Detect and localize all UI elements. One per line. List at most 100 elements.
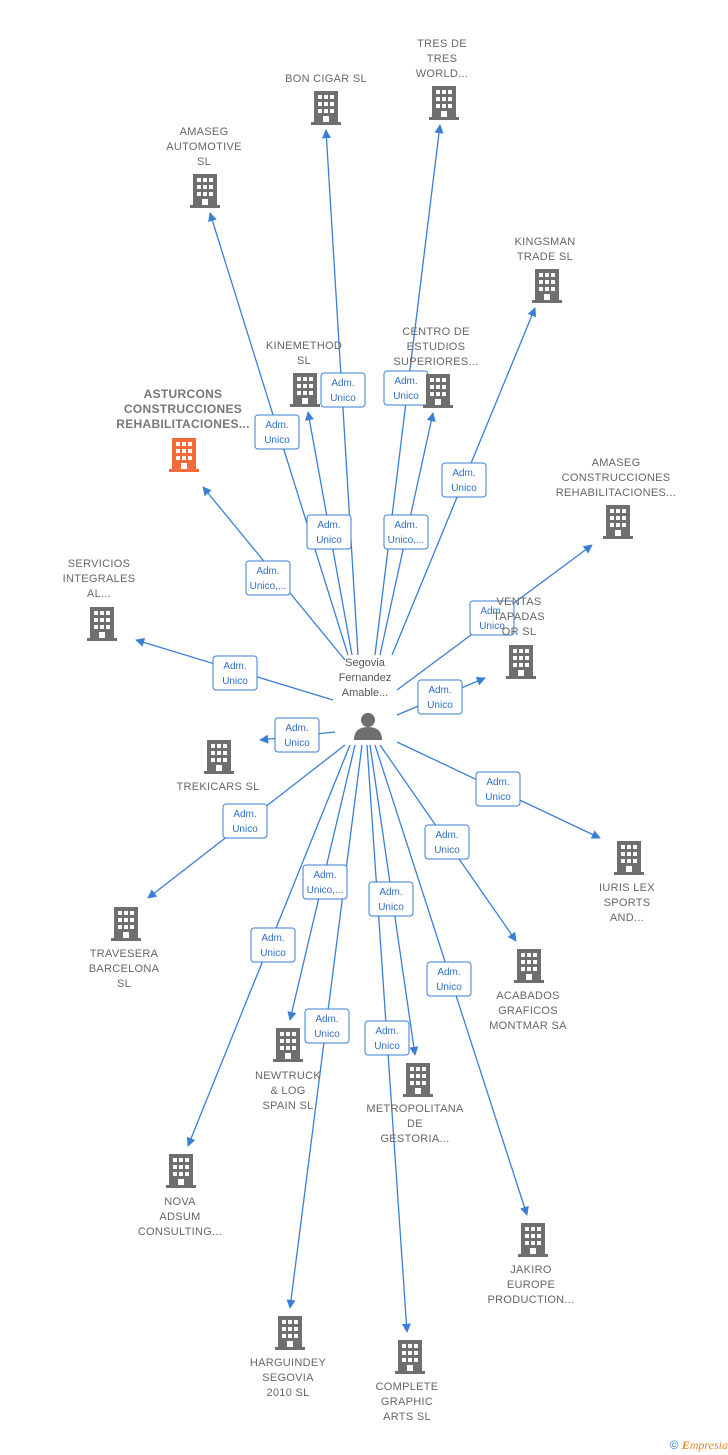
company-node-bon-cigar[interactable]: BON CIGAR SL [285, 73, 367, 125]
company-label: HARGUINDEY [250, 1357, 327, 1369]
edge-label-travesera[interactable]: Adm.Unico [222, 803, 268, 839]
company-node-iuris-lex[interactable]: IURIS LEXSPORTSAND... [599, 841, 655, 924]
company-label: 2010 SL [266, 1387, 309, 1399]
edge-label-servicios-integrales[interactable]: Adm.Unico [212, 655, 258, 691]
company-node-metropolitana[interactable]: METROPOLITANADEGESTORIA... [366, 1063, 464, 1145]
company-node-asturcons[interactable]: ASTURCONSCONSTRUCCIONESREHABILITACIONES.… [116, 387, 249, 472]
edge-label-text: Unico,... [250, 581, 287, 592]
edge-label-text: Adm. [233, 809, 256, 820]
company-node-jakiro[interactable]: JAKIROEUROPEPRODUCTION... [487, 1223, 574, 1306]
company-node-trekicars[interactable]: TREKICARS SL [176, 740, 259, 793]
edge-label-text: Unico,... [307, 885, 344, 896]
company-label: TAPADAS [493, 611, 545, 623]
edge-label-text: Adm. [256, 566, 279, 577]
copyright-symbol: © [669, 1438, 679, 1452]
edge-label-box [320, 372, 366, 408]
company-label: VENTAS [497, 596, 542, 608]
edge-label-text: Adm. [480, 606, 503, 617]
edge-label-text: Adm. [331, 378, 354, 389]
company-label: KINEMETHOD [266, 340, 342, 352]
edge-label-box [274, 717, 320, 753]
company-label: NEWTRUCK [255, 1070, 321, 1082]
edge-label-complete-graphic[interactable]: Adm.Unico [364, 1020, 410, 1056]
company-node-servicios-integrales[interactable]: SERVICIOS INTEGRALES AL... [63, 558, 136, 641]
edge-label-box [212, 655, 258, 691]
person-icon [354, 713, 382, 740]
building-icon [311, 91, 341, 125]
building-icon [506, 645, 536, 679]
edge-label-text: Unico [260, 948, 286, 959]
company-label: AL... [87, 588, 111, 600]
edge-label-text: Unico [374, 1041, 400, 1052]
edge-label-text: Adm. [223, 661, 246, 672]
edge-label-text: Unico [479, 621, 505, 632]
company-label: AMASEG [592, 457, 641, 469]
edge-label-text: Adm. [452, 468, 475, 479]
company-label: TRADE SL [517, 251, 573, 263]
edge-label-box [245, 560, 291, 596]
company-label: GRAFICOS [498, 1005, 558, 1017]
edge-label-bon-cigar[interactable]: Adm.Unico [320, 372, 366, 408]
building-icon [395, 1340, 425, 1374]
edge-label-text: Adm. [437, 967, 460, 978]
edge-label-amaseg-automotive[interactable]: Adm.Unico [254, 414, 300, 450]
edge-label-nova-adsum[interactable]: Adm.Unico [250, 927, 296, 963]
edge-label-text: Adm. [313, 870, 336, 881]
edge-label-text: Unico [314, 1029, 340, 1040]
edge-label-harguindey[interactable]: Adm.Unico [304, 1008, 350, 1044]
edge-label-text: Unico [427, 700, 453, 711]
company-label: DE [407, 1118, 423, 1130]
person-node[interactable]: SegoviaFernandezAmable... [339, 657, 392, 740]
building-icon [614, 841, 644, 875]
edge-label-kingsman[interactable]: Adm.Unico [441, 462, 487, 498]
company-node-amaseg-construcciones[interactable]: AMASEGCONSTRUCCIONESREHABILITACIONES... [556, 457, 676, 539]
edge-label-ventas-tapadas[interactable]: Adm.Unico [417, 679, 463, 715]
edge-label-trekicars[interactable]: Adm.Unico [274, 717, 320, 753]
edge-label-box [306, 514, 352, 550]
company-node-centro-estudios[interactable]: CENTRO DEESTUDIOSSUPERIORES... [393, 326, 478, 408]
edge-label-asturcons[interactable]: Adm. Unico,... [245, 560, 291, 596]
edge-label-box [475, 771, 521, 807]
company-label: INTEGRALES [63, 573, 136, 585]
edge-label-iuris-lex[interactable]: Adm.Unico [475, 771, 521, 807]
edge-label-metropolitana[interactable]: Adm.Unico [368, 881, 414, 917]
edge-label-newtruck[interactable]: Adm. Unico,... [302, 864, 348, 900]
edge-label-acabados[interactable]: Adm.Unico [424, 824, 470, 860]
person-label: Segovia [345, 657, 386, 669]
edge-label-text: Unico [316, 535, 342, 546]
company-label: TRES DE [417, 38, 467, 50]
edge-label-jakiro[interactable]: Adm.Unico [426, 961, 472, 997]
edge-label-tres-de-tres[interactable]: Adm.Unico [383, 370, 429, 406]
edge-label-box [426, 961, 472, 997]
edge-label-centro-estudios[interactable]: Adm.Unico,... [383, 514, 429, 550]
edge-label-text: Adm. [285, 723, 308, 734]
building-icon [603, 505, 633, 539]
company-label: SUPERIORES... [393, 356, 478, 368]
company-node-tres-de-tres[interactable]: TRES DETRESWORLD... [416, 38, 469, 120]
company-node-nova-adsum[interactable]: NOVAADSUMCONSULTING... [138, 1154, 222, 1238]
building-icon [423, 374, 453, 408]
company-label: ARTS SL [383, 1411, 431, 1423]
company-label: AND... [610, 912, 644, 924]
company-label: ADSUM [159, 1211, 200, 1223]
company-label: CENTRO DE [402, 326, 469, 338]
footer-brand: © Empresia [670, 1438, 728, 1453]
edge-label-amaseg-construcciones[interactable]: Adm. Unico [469, 600, 515, 636]
company-label: SL [117, 978, 131, 990]
company-label: TRAVESERA [90, 948, 159, 960]
company-label: MONTMAR SA [489, 1020, 567, 1032]
person-label: Fernandez [339, 672, 392, 684]
company-label: GESTORIA... [380, 1133, 449, 1145]
company-label: SERVICIOS [68, 558, 130, 570]
edge-label-kinemethod[interactable]: Adm.Unico [306, 514, 352, 550]
